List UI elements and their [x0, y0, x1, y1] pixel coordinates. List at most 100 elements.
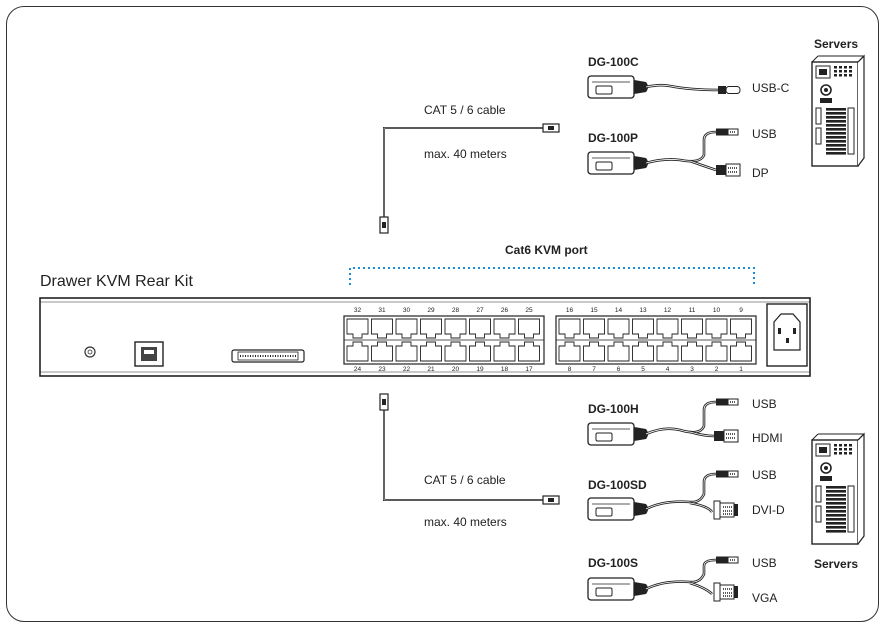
usb-plug-icon — [716, 470, 739, 478]
usb-plug-icon — [716, 398, 739, 406]
port-number-label: 27 — [476, 307, 484, 314]
rj45-port-icon — [730, 318, 752, 339]
port-number-label: 8 — [568, 366, 572, 373]
port-number-label: 17 — [525, 366, 533, 373]
rj45-port-icon — [607, 318, 630, 339]
rj45-port-icon — [346, 318, 369, 339]
ethernet-port-icon — [134, 341, 164, 367]
usb-plug-icon — [716, 128, 739, 136]
kvm-port-label: Cat6 KVM port — [505, 243, 588, 257]
rj45-plug-icon — [542, 123, 560, 133]
dongle-model-label: DG-100P — [588, 131, 639, 145]
servers-label-bottom: Servers — [814, 557, 859, 571]
port-number-label: 22 — [403, 366, 411, 373]
dongle-dg-100s — [587, 556, 739, 602]
connector-label: USB — [752, 397, 777, 411]
rj45-port-icon — [346, 341, 369, 362]
port-number-label: 11 — [689, 307, 696, 314]
rj45-port-icon — [420, 318, 442, 339]
cable-bottom — [379, 393, 560, 505]
rj45-plug-icon — [379, 393, 389, 411]
dongle-dg-100h — [587, 398, 739, 446]
port-number-label: 30 — [403, 307, 411, 314]
power-inlet-icon — [766, 303, 808, 367]
server-tower-icon — [811, 432, 865, 545]
port-number-label: 5 — [641, 366, 645, 373]
port-number-label: 14 — [615, 307, 623, 314]
connector-label: USB-C — [752, 81, 790, 95]
port-number-label: 3 — [690, 366, 694, 373]
port-number-label: 28 — [452, 307, 460, 314]
rj45-port-icon — [469, 318, 491, 339]
displayport-plug-icon — [716, 163, 741, 177]
connector-label: HDMI — [752, 431, 783, 445]
cable-top-max: max. 40 meters — [424, 147, 507, 161]
connector-label: VGA — [752, 591, 778, 605]
cable-bottom-name: CAT 5 / 6 cable — [424, 473, 506, 487]
dongle-module-icon — [587, 75, 648, 99]
cable-top-name: CAT 5 / 6 cable — [424, 103, 506, 117]
port-group — [343, 315, 545, 365]
rj45-port-icon — [493, 341, 516, 362]
rj45-port-icon — [656, 318, 679, 339]
port-number-label: 9 — [739, 307, 743, 314]
port-number-label: 4 — [666, 366, 670, 373]
rj45-port-icon — [558, 318, 581, 339]
rj45-plug-icon — [379, 216, 389, 234]
dongle-model-label: DG-100C — [588, 55, 639, 69]
rj45-port-icon — [469, 341, 491, 362]
port-number-label: 13 — [639, 307, 647, 314]
kvm-port-groups — [343, 315, 757, 365]
rj45-port-icon — [493, 318, 516, 339]
dongle-module-icon — [587, 497, 648, 521]
port-number-label: 6 — [617, 366, 621, 373]
dvi-plug-icon — [713, 500, 738, 520]
rj45-port-icon — [583, 318, 605, 339]
rj45-port-icon — [730, 341, 752, 362]
port-number-label: 12 — [664, 307, 672, 314]
rj45-port-icon — [558, 341, 581, 362]
rj45-port-icon — [705, 341, 728, 362]
rj45-port-icon — [607, 341, 630, 362]
port-number-label: 16 — [566, 307, 574, 314]
dongle-module-icon — [587, 422, 648, 446]
usb-c-plug-icon — [718, 86, 741, 94]
rj45-port-icon — [420, 341, 442, 362]
rj45-port-icon — [583, 341, 605, 362]
port-group — [555, 315, 757, 365]
port-number-label: 32 — [354, 307, 362, 314]
dongle-module-icon — [587, 577, 648, 601]
port-number-label: 1 — [739, 366, 743, 373]
dongle-model-label: DG-100H — [588, 402, 639, 416]
port-number-label: 24 — [354, 366, 362, 373]
connector-label: DP — [752, 166, 769, 180]
rj45-plug-icon — [542, 495, 560, 505]
diagram-frame — [6, 6, 879, 622]
rj45-port-icon — [705, 318, 728, 339]
rj45-port-icon — [395, 341, 418, 362]
rj45-port-icon — [371, 318, 393, 339]
dongle-model-label: DG-100S — [588, 556, 639, 570]
hdmi-plug-icon — [714, 429, 739, 443]
vga-plug-icon — [713, 582, 738, 602]
port-number-label: 25 — [525, 307, 533, 314]
port-number-label: 21 — [427, 366, 435, 373]
port-number-label: 18 — [501, 366, 509, 373]
rj45-port-icon — [681, 341, 703, 362]
rj45-port-icon — [444, 318, 467, 339]
server-tower-icon — [811, 54, 865, 167]
dongle-dg-100sd — [587, 470, 739, 521]
rj45-port-icon — [444, 341, 467, 362]
kvm-port-bracket — [349, 267, 755, 285]
port-number-label: 26 — [501, 307, 509, 314]
rj45-port-icon — [681, 318, 703, 339]
connector-label: USB — [752, 468, 777, 482]
port-number-label: 10 — [713, 307, 721, 314]
rj45-port-icon — [518, 318, 540, 339]
servers-label-top: Servers — [814, 37, 859, 51]
cable-top — [379, 123, 560, 234]
